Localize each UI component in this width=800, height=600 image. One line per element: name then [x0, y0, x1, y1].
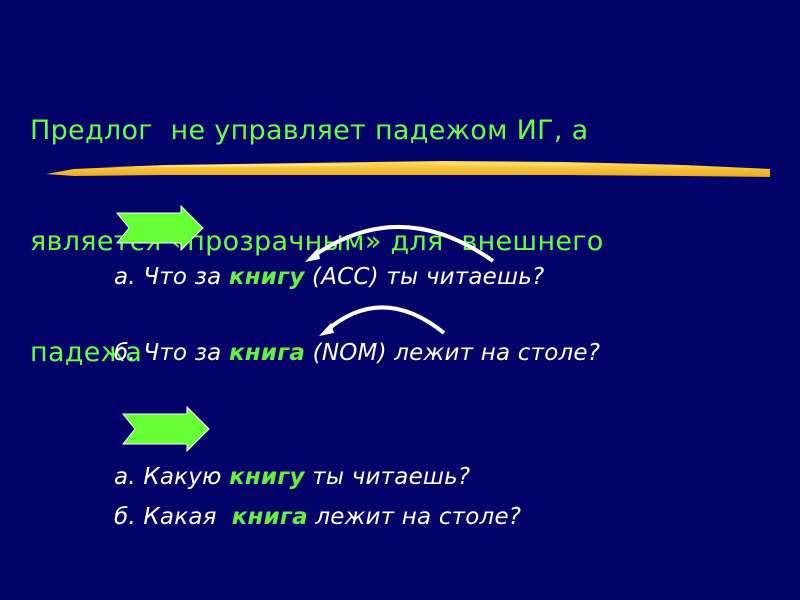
sentence-text: а. Что за — [114, 264, 229, 290]
keyword-highlight: книга — [231, 504, 308, 530]
sentence-text: а. Какую — [114, 464, 230, 490]
title-line-1: Предлог не управляет падежом ИГ, а — [30, 115, 589, 146]
sentence-text: лежит на столе? — [307, 504, 522, 530]
sentence-text: ты читаешь? — [304, 464, 471, 490]
brush-stroke-divider — [46, 161, 770, 177]
example-sentence-1b: б. Что за книга (NOM) лежит на столе? — [114, 340, 600, 366]
sentence-text: (NOM) лежит на столе? — [305, 340, 601, 366]
example-sentence-1a: а. Что за книгу (ACC) ты читаешь? — [114, 264, 544, 290]
green-right-arrow-icon — [115, 205, 204, 251]
keyword-highlight: книгу — [228, 264, 305, 290]
sentence-text: б. Что за — [114, 340, 229, 366]
green-right-arrow-icon — [121, 406, 210, 452]
title-line-3: падежа — [30, 337, 143, 368]
keyword-highlight: книгу — [229, 464, 305, 490]
sentence-text: б. Какая — [114, 504, 232, 530]
keyword-highlight: книга — [229, 340, 306, 366]
example-sentence-2a: а. Какую книгу ты читаешь? — [114, 464, 470, 490]
sentence-text: (ACC) ты читаешь? — [304, 264, 545, 290]
example-sentence-2b: б. Какая книга лежит на столе? — [114, 504, 521, 530]
